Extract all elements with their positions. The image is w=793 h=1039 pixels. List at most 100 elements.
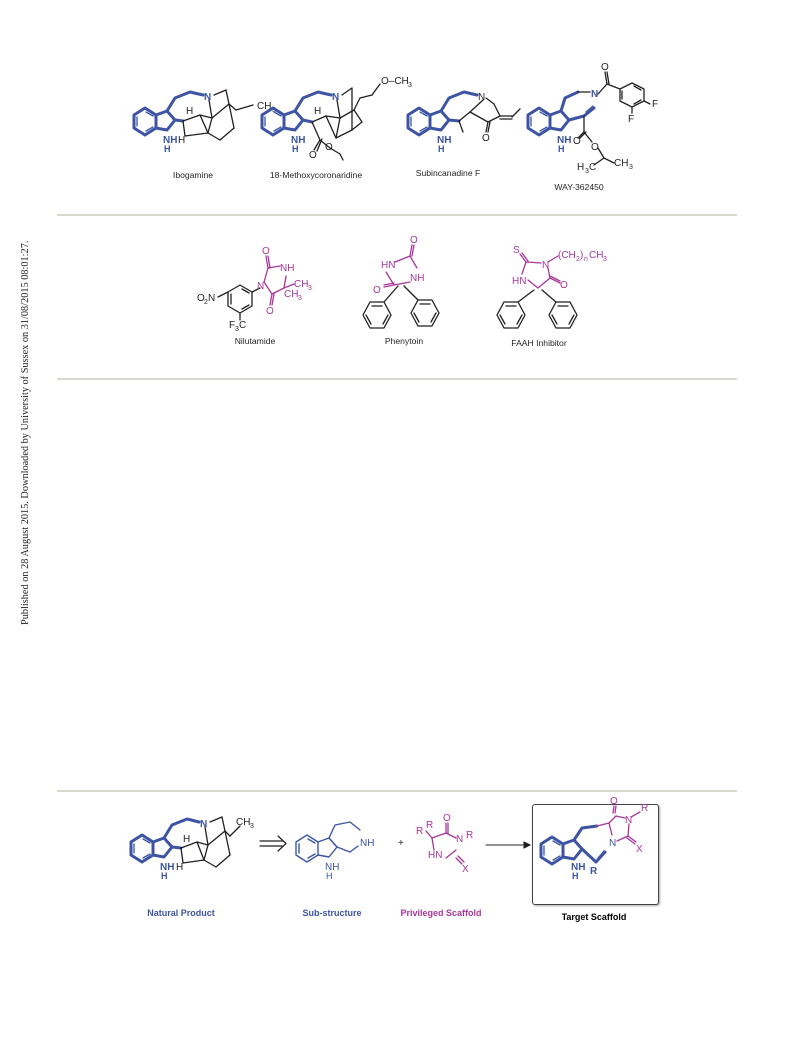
svg-text:H: H (164, 144, 171, 154)
svg-text:N: N (542, 260, 549, 271)
caption-subincanadine: Subincanadine F (415, 168, 481, 178)
svg-text:O: O (325, 142, 333, 153)
hydantoin-structures: N O NH O CH 3 CH 3 O 2 N F 3 C (197, 235, 607, 333)
svg-text:CH: CH (294, 279, 308, 290)
svg-text:H: H (183, 834, 190, 845)
privileged-scaffold-structure: O N R R R HN X (416, 813, 473, 875)
svg-text:3: 3 (235, 326, 239, 333)
svg-text:3: 3 (298, 295, 302, 302)
svg-text:S: S (513, 245, 520, 256)
svg-text:NH: NH (325, 862, 339, 873)
svg-text:N: N (456, 834, 463, 845)
svg-text:NH: NH (571, 862, 585, 873)
svg-text:H: H (314, 106, 321, 117)
svg-text:R: R (466, 830, 473, 841)
panel-design-strategy: N H CH 3 NH H H (129, 796, 659, 922)
way362450-structure: N O F F NH H O O H 3 C CH 3 (526, 62, 658, 175)
svg-text:C: C (239, 320, 246, 331)
svg-text:2: 2 (576, 256, 580, 263)
svg-text:O: O (591, 142, 599, 153)
svg-text:2: 2 (204, 299, 208, 306)
svg-text:F: F (628, 114, 634, 125)
svg-text:O: O (573, 136, 581, 147)
caption-phenytoin: Phenytoin (384, 336, 424, 346)
caption-privileged-scaffold: Privileged Scaffold (400, 908, 482, 918)
svg-text:C: C (589, 162, 596, 173)
caption-ibogamine: Ibogamine (172, 170, 214, 180)
svg-text:3: 3 (629, 164, 633, 171)
divider-1 (57, 214, 737, 216)
caption-nilutamide: Nilutamide (234, 336, 276, 346)
retrosynthesis-arrow (259, 835, 287, 852)
svg-text:NH: NH (360, 838, 374, 849)
svg-text:H: H (572, 871, 579, 881)
svg-text:NH: NH (437, 135, 451, 146)
svg-text:3: 3 (408, 82, 412, 89)
svg-text:N: N (332, 92, 339, 103)
svg-text:O: O (601, 62, 609, 73)
svg-text:O: O (266, 306, 274, 317)
caption-way362450: WAY-362450 (554, 182, 604, 192)
caption-methoxycoronaridine: 18-Methoxycoronaridine (269, 170, 363, 180)
sub-structure-structure: NH NH H (295, 821, 374, 881)
svg-text:O: O (443, 813, 451, 824)
svg-text:N: N (625, 815, 632, 826)
svg-text:CH: CH (284, 289, 298, 300)
svg-text:NH: NH (410, 273, 424, 284)
target-scaffold-structure: O N R N X NH H R (539, 796, 648, 881)
svg-text:N: N (609, 838, 616, 849)
svg-text:H: H (292, 144, 299, 154)
svg-text:NH: NH (160, 862, 174, 873)
svg-text:O: O (262, 246, 270, 257)
faah-inhibitor-structure: S N (CH 2 ) n CH 3 HN O (496, 245, 607, 329)
caption-natural-product: Natural Product (147, 908, 215, 918)
svg-text:O: O (309, 150, 317, 161)
ibogamine-structure: N H CH 3 NH H H (132, 89, 276, 154)
svg-text:X: X (636, 844, 643, 855)
svg-text:(CH: (CH (558, 250, 576, 261)
svg-text:+: + (398, 838, 404, 849)
svg-text:X: X (462, 864, 469, 875)
svg-text:N: N (478, 92, 485, 103)
caption-faah-inhibitor: FAAH Inhibitor (511, 338, 567, 348)
svg-text:H: H (186, 106, 193, 117)
svg-text:R: R (641, 803, 648, 814)
svg-text:H: H (176, 862, 183, 873)
caption-target-scaffold: Target Scaffold (561, 912, 627, 922)
svg-text:H: H (178, 135, 185, 146)
svg-text:NH: NH (291, 135, 305, 146)
svg-text:O: O (373, 285, 381, 296)
panel-natural-products: N H CH 3 NH H H (0, 0, 793, 214)
svg-text:n: n (584, 256, 588, 263)
svg-text:H: H (577, 162, 584, 173)
svg-text:HN: HN (512, 276, 526, 287)
svg-text:NH: NH (163, 135, 177, 146)
divider-3 (57, 790, 737, 792)
svg-text:3: 3 (603, 256, 607, 263)
svg-text:N: N (257, 281, 264, 292)
svg-text:R: R (590, 866, 598, 877)
svg-text:F: F (652, 99, 658, 110)
svg-text:O: O (410, 235, 418, 246)
nilutamide-structure: N O NH O CH 3 CH 3 O 2 N F 3 C (197, 246, 312, 333)
svg-text:O–CH: O–CH (381, 76, 409, 87)
svg-text:O: O (482, 133, 490, 144)
methoxycoronaridine-structure: N H O–CH 3 NH H O O (260, 76, 412, 161)
svg-text:F: F (229, 320, 235, 331)
svg-text:3: 3 (585, 168, 589, 175)
target-scaffold-box (532, 804, 659, 905)
svg-text:NH: NH (557, 135, 571, 146)
svg-text:): ) (580, 250, 583, 261)
svg-text:NH: NH (280, 263, 294, 274)
svg-text:HN: HN (381, 260, 395, 271)
svg-text:H: H (326, 871, 333, 881)
phenytoin-structure: O HN NH O (362, 235, 440, 329)
svg-text:CH: CH (257, 101, 271, 112)
svg-text:CH: CH (589, 250, 603, 261)
svg-text:CH: CH (236, 817, 250, 828)
svg-text:O: O (197, 293, 205, 304)
svg-text:3: 3 (308, 285, 312, 292)
svg-text:R: R (426, 820, 433, 831)
panel-hydantoin-drugs: N O NH O CH 3 CH 3 O 2 N F 3 C (0, 0, 793, 378)
natural-product-structure: N H CH 3 NH H H (129, 816, 254, 881)
